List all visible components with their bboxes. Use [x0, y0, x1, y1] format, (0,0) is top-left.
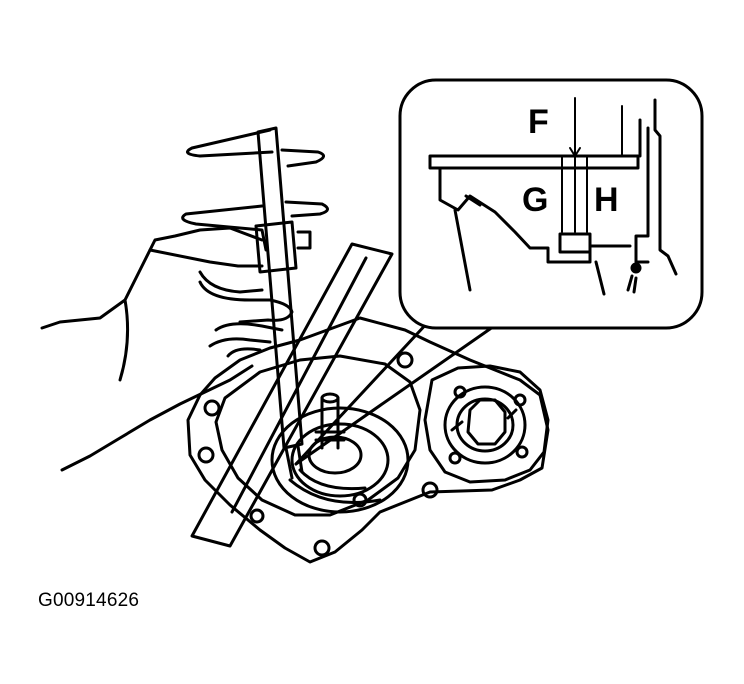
label-g: G [522, 181, 548, 219]
oil-pump-assembly [423, 364, 550, 484]
figure-id: G00914626 [38, 590, 140, 611]
vernier-caliper [181, 126, 329, 480]
label-f: F [528, 103, 549, 141]
label-h: H [594, 181, 619, 219]
callout-leader [294, 318, 502, 466]
straight-edge [190, 242, 394, 548]
detail-callout-box [398, 78, 704, 330]
hand [40, 226, 294, 472]
